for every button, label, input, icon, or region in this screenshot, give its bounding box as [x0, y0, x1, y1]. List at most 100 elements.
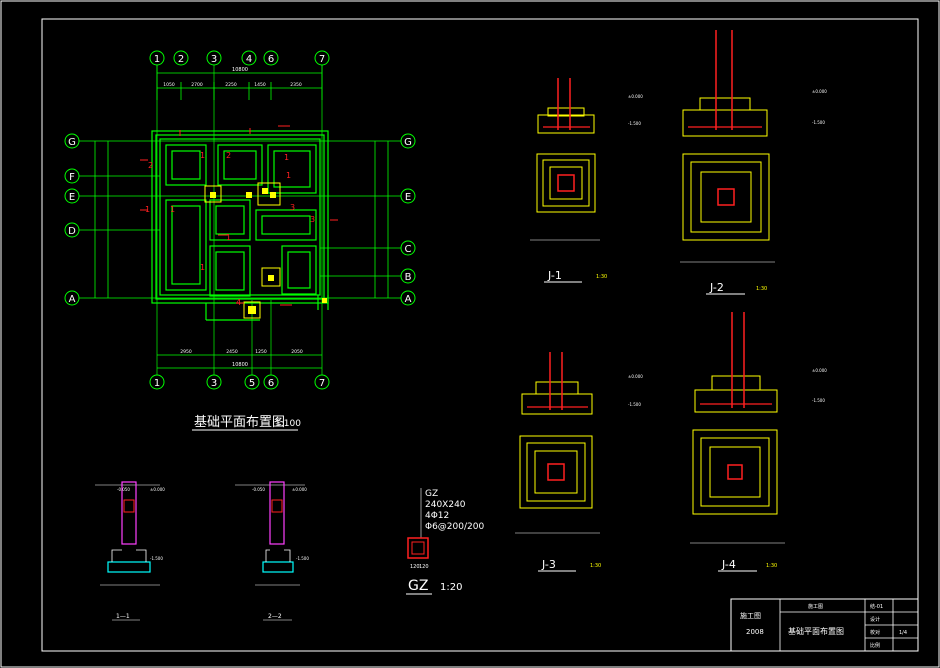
tb-check: 校对 — [870, 629, 880, 636]
top-dim-5: 2350 — [290, 82, 302, 88]
j-label-7: 3 — [310, 215, 315, 224]
top-dim-3: 2250 — [225, 82, 237, 88]
svg-text:3: 3 — [211, 54, 217, 65]
bottom-dim-2: 2450 — [226, 349, 238, 355]
axis-bubble-top-1: 1 — [149, 50, 165, 66]
s1-elev-2: ±0.000 — [150, 487, 165, 492]
section-1-1: -0.050 ±0.000 -1.500 1—1 — [95, 481, 165, 621]
drawing-frame — [41, 18, 919, 652]
strip-footings — [151, 130, 329, 321]
axis-bubble-bottom-5: 5 — [244, 374, 260, 390]
axis-bubble-bottom-1: 1 — [149, 374, 165, 390]
tb-sheet: 1/4 — [899, 630, 907, 636]
gz-dim-1: 120 — [410, 564, 420, 570]
bottom-dimensions — [157, 354, 322, 369]
axis-bubble-left-F: F — [64, 168, 80, 184]
j-label-2: 2 — [226, 151, 231, 160]
svg-text:3: 3 — [211, 378, 217, 389]
axis-bubble-right-E: E — [400, 188, 416, 204]
gz-stirrup: Φ6@200/200 — [425, 522, 484, 532]
axis-bubble-top-6: 6 — [263, 50, 279, 66]
axis-bubble-bottom-7: 7 — [314, 374, 330, 390]
svg-text:5: 5 — [249, 378, 255, 389]
axis-grid-lines — [79, 65, 401, 375]
tb-scale-label: 比例 — [870, 642, 880, 649]
j-label-3: 1 — [284, 153, 289, 162]
top-dim-1: 1050 — [163, 82, 175, 88]
svg-text:G: G — [404, 137, 412, 148]
j1-scale: 1:30 — [596, 274, 607, 280]
columns — [210, 188, 327, 314]
gz-dim-2: 120 — [419, 564, 429, 570]
axis-bubble-right-G: G — [400, 133, 416, 149]
j4-scale: 1:30 — [766, 563, 777, 569]
section-marks — [140, 125, 338, 306]
svg-text:6: 6 — [268, 54, 274, 65]
s1-elev-1: -0.050 — [117, 487, 130, 492]
top-dim-4: 1450 — [254, 82, 266, 88]
svg-text:A: A — [69, 294, 76, 305]
foundation-plan: 1 2 3 4 6 7 10800 1050 2700 2250 1450 23… — [64, 50, 416, 431]
axis-bubble-right-B: B — [400, 268, 416, 284]
svg-text:F: F — [69, 172, 75, 183]
svg-text:7: 7 — [319, 54, 325, 65]
j2-title: J-2 — [709, 281, 724, 294]
j-label-8: 1 — [226, 233, 231, 242]
axis-bubble-bottom-6: 6 — [263, 374, 279, 390]
j3-elev-bottom: -1.500 — [628, 402, 641, 407]
svg-text:2: 2 — [178, 54, 184, 65]
bottom-total-dim: 10800 — [232, 362, 248, 368]
j2-elev-bottom: -1.500 — [812, 120, 825, 125]
section-numbers: 1 2 1 1 1 3 3 1 1 4 2 1 — [145, 151, 315, 307]
gz-size: 240X240 — [425, 500, 466, 510]
j4-title: J-4 — [721, 558, 736, 571]
gz-scale: 1:20 — [440, 582, 462, 593]
tb-year: 2008 — [746, 628, 764, 636]
svg-text:1: 1 — [154, 378, 160, 389]
axis-bubble-left-A: A — [64, 290, 80, 306]
svg-text:C: C — [405, 244, 412, 255]
j-label-9: 1 — [200, 263, 205, 272]
s1-elev-3: -1.500 — [150, 556, 163, 561]
title-block: 施工图 2008 施工图 基础平面布置图 结-01 设计 校对 比例 1/4 — [730, 598, 919, 652]
j-label-1: 1 — [200, 151, 205, 160]
j2-scale: 1:30 — [756, 286, 767, 292]
axis-bubble-left-E: E — [64, 188, 80, 204]
j-label-4: 1 — [145, 205, 150, 214]
axis-bubble-left-G: G — [64, 133, 80, 149]
tb-drawing-no: 结-01 — [870, 603, 883, 610]
j-label-10: 4 — [236, 298, 241, 307]
j-label-11: 2 — [148, 161, 153, 170]
axis-bubble-top-4: 4 — [241, 50, 257, 66]
tb-drawing-name: 基础平面布置图 — [788, 626, 844, 636]
j1-elev-top: ±0.000 — [628, 94, 643, 99]
svg-text:G: G — [68, 137, 76, 148]
gz-title: GZ — [408, 578, 428, 594]
bottom-dim-3: 1250 — [255, 349, 267, 355]
side-dimensions — [94, 141, 389, 298]
j3-elev-top: ±0.000 — [628, 374, 643, 379]
s2-elev-1: -0.050 — [252, 487, 265, 492]
j-label-5: 1 — [170, 205, 175, 214]
tb-design: 设计 — [870, 616, 880, 623]
axis-bubble-left-D: D — [64, 222, 80, 238]
j4-elev-bottom: -1.500 — [812, 398, 825, 403]
axis-bubble-right-A: A — [400, 290, 416, 306]
j-label-12: 1 — [286, 171, 291, 180]
j3-scale: 1:30 — [590, 563, 601, 569]
tb-drawing-category: 施工图 — [808, 603, 823, 610]
column-outlines — [204, 182, 281, 319]
top-dim-2: 2700 — [191, 82, 203, 88]
left-axis-bubbles: G F E D A — [64, 133, 80, 306]
footing-j2: J-2 1:30 ±0.000 -1.500 — [680, 30, 827, 295]
gz-rebar: 4Φ12 — [425, 511, 449, 521]
top-total-dim: 10800 — [232, 67, 248, 73]
right-axis-bubbles: G E C B A — [400, 133, 416, 306]
axis-bubble-bottom-3: 3 — [206, 374, 222, 390]
j4-elev-top: ±0.000 — [812, 368, 827, 373]
section-1-label: 1—1 — [116, 613, 130, 620]
j3-title: J-3 — [541, 558, 556, 571]
s2-elev-3: -1.500 — [296, 556, 309, 561]
